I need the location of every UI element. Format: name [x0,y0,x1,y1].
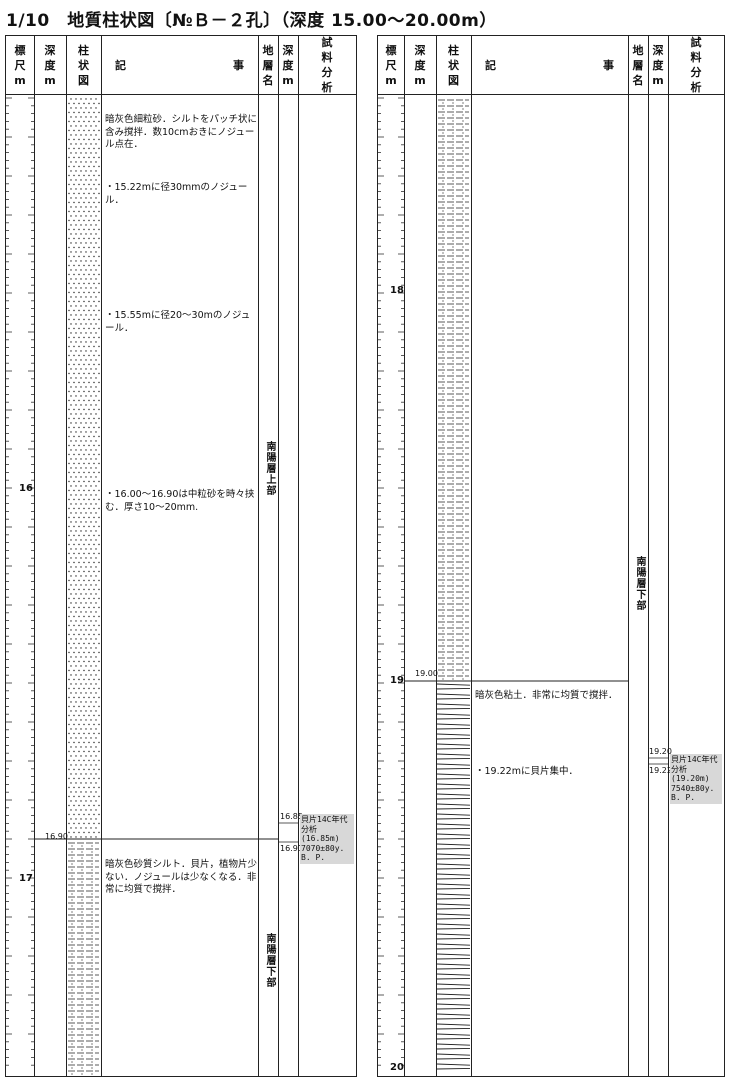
depth-label-20: 20 [390,1062,404,1073]
depth-label-18: 18 [390,285,404,296]
left-log-graphics [6,97,298,1075]
header-sample: 試料分析 [690,36,702,94]
header-divider [6,94,356,95]
header-column: 柱状図 [78,43,89,87]
depth-label-19: 19 [390,675,404,686]
header-formation: 地層名 [262,43,274,87]
note-1555: ・15.55mに径20～30mのノジュール． [105,310,251,334]
sample-depth-a: 19.20 [649,747,672,756]
boundary-depth-label: 19.00 [415,669,438,678]
sand-pattern [68,98,100,838]
note-clay: 暗灰色粘土．非常に均質で撹拌． [475,690,618,701]
sample-depth-b: 16.91 [280,844,303,853]
boundary-depth-label: 16.90 [45,832,68,841]
clay-pattern [436,683,471,1070]
note-1522: ・15.22mに径30mmのノジュール． [105,182,248,206]
right-log-graphics [378,97,668,1070]
note-1600: ・16.00～16.90は中粒砂を時々挟む．厚さ10～20mm. [105,489,255,513]
sample-analysis-box: 貝片14C年代分析 (19.20m) 7540±80y. B. P. [670,754,722,804]
sample-analysis-box: 貝片14C年代分析 (16.85m) 7070±80y. B. P. [300,814,354,864]
header-notes: 記事 [115,58,244,72]
formation-lower: 南陽層下部 [634,556,645,611]
page-title: 1/10 地質柱状図〔№Ｂ－２孔〕（深度 15.00～20.00m） [6,11,497,31]
header-divider [378,94,724,95]
header-notes: 記事 [485,58,614,72]
depth-label-16: 16 [19,483,33,494]
formation-upper: 南陽層上部 [264,441,275,496]
depth-label-17: 17 [19,873,33,884]
header-sample: 試料分析 [321,36,333,94]
silt-pattern [68,842,99,1075]
sample-depth-b: 19.22 [649,766,672,775]
note-silt: 暗灰色砂質シルト．貝片，植物片少ない．ノジュールは少なくなる．非常に均質で撹拌． [105,859,258,895]
header-column: 柱状図 [448,43,459,87]
note-upper-sand: 暗灰色細粒砂．シルトをパッチ状に含み撹拌．数10cmおきにノジュール点在． [105,114,258,150]
silt-pattern [438,99,469,680]
formation-lower: 南陽層下部 [264,933,275,988]
note-1922: ・19.22mに貝片集中． [475,766,578,777]
sample-depth-a: 16.85 [280,812,303,821]
header-formation: 地層名 [632,43,644,87]
